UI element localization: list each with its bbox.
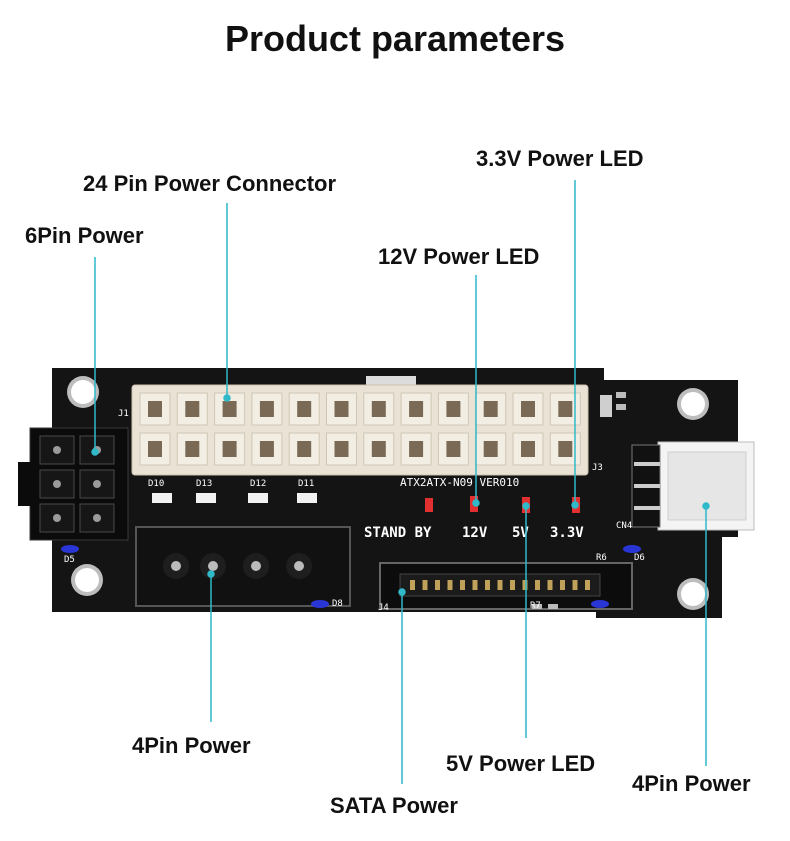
molex-left [135,526,351,607]
silk-j3: J3 [592,463,603,473]
silk-5v: 5V [512,525,529,541]
pin-icon [400,392,432,426]
pin-icon [214,392,246,426]
mounting-hole-icon [71,564,103,596]
led-icon [591,600,609,608]
pin-icon [288,432,320,466]
silk-j1: J1 [118,409,129,419]
label-24pin-connector: 24 Pin Power Connector [83,171,337,196]
pin-icon [363,432,395,466]
pin-icon [176,392,208,426]
silk-cn4: CN4 [616,521,632,531]
pin-icon [475,392,507,426]
pin-icon [363,392,395,426]
silk-d6: D6 [634,553,645,563]
led-icon [623,545,641,553]
silk-d12: D12 [250,479,266,489]
silk-d13: D13 [196,479,212,489]
silk-j4: J4 [378,603,389,613]
silk-d5: D5 [64,555,75,565]
pin-icon [549,432,581,466]
pin-icon [214,432,246,466]
led-icon [61,545,79,553]
connector-24pin [131,376,589,476]
pin-icon [326,392,357,426]
led-icon [297,493,317,503]
pin-icon [139,432,171,466]
pin-icon [79,469,115,499]
mounting-hole-icon [677,388,709,420]
pin-icon [475,432,507,466]
label-3v3-led: 3.3V Power LED [476,146,644,171]
pin-icon [512,432,544,466]
pin-icon [288,392,320,426]
silk-3v3: 3.3V [550,525,584,541]
silk-d10: D10 [148,479,164,489]
led-icon [311,600,329,608]
leader-lines [91,180,710,784]
pin-icon [400,432,432,466]
label-4pin-power-left: 4Pin Power [132,733,251,758]
sata-connector [379,562,633,610]
pin-icon [251,432,283,466]
pin-icon [39,469,75,499]
board-model: ATX2ATX-N09 VER010 [400,476,519,489]
silk-d8: D8 [332,599,343,609]
pin-icon [437,432,469,466]
label-5v-led: 5V Power LED [446,751,596,776]
silk-d11: D11 [298,479,314,489]
label-sata-power: SATA Power [330,793,458,818]
molex-right [631,441,755,531]
pin-icon [549,392,581,426]
label-4pin-power-right: 4Pin Power [632,771,751,796]
pin-icon [437,392,469,426]
mounting-hole-icon [677,578,709,610]
page-title: Product parameters [224,18,566,59]
mounting-hole-icon [67,376,99,408]
label-6pin-power: 6Pin Power [25,223,144,248]
led-icon [152,493,172,503]
pin-icon [139,392,171,426]
connector-6pin [18,427,129,541]
pin-icon [512,392,544,426]
led-standby [425,498,433,512]
led-icon [196,493,216,503]
pin-icon [326,432,357,466]
silk-r6: R6 [596,553,607,563]
pin-icon [79,503,115,533]
pin-icon [176,432,208,466]
pin-icon [39,503,75,533]
led-icon [248,493,268,503]
silk-r7: R7 [530,601,541,611]
pin-icon [39,435,75,465]
label-12v-led: 12V Power LED [378,244,540,269]
pin-icon [251,392,283,426]
silk-12v: 12V [462,525,488,541]
silk-standby: STAND BY [364,525,432,541]
